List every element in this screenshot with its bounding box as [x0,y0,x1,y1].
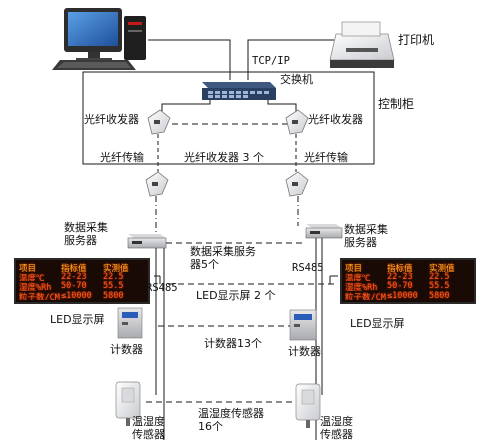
tcpip-label: TCP/IP [252,55,290,67]
led-cell: 指标值 [387,264,413,272]
counter-label-right: 计数器 [288,345,321,358]
fiber-links [157,134,297,172]
led-cell: ≤10000 [61,290,92,301]
led-cell: ≤10000 [387,290,418,301]
rs485-label-left: RS485 [146,282,178,294]
led-cell: 项目 [345,264,363,272]
led-cell: 5800 [103,290,124,301]
top-links [148,39,334,80]
printer-label: 打印机 [398,33,435,47]
led-cell: 50-70 [61,281,87,291]
led-cell: 55.5 [103,281,124,291]
led-cell: 项目 [19,264,37,272]
fiber-label-right: 光纤传输 [304,151,348,164]
led-display-right: 项目 指标值 实测值温度℃ 22-23 22.5 湿度%Rh 50-70 55.5 粒子数/CM… [340,258,476,304]
control-cabinet-label: 控制柜 [378,97,415,111]
led-cell: 温度℃ [19,273,45,282]
led-cell: 实测值 [103,264,129,272]
led-count-label: LED显示屏 2 个 [196,289,276,302]
transceiver-icon-right [285,109,309,135]
led-label-right: LED显示屏 [350,317,405,330]
transceiver-count-label: 光纤收发器 3 个 [184,151,264,164]
computer-icon [52,8,146,70]
led-cell: 粒子数/CM [19,292,60,301]
dcs-label-right: 数据采集 服务器 [344,223,388,249]
led-cell: 温度℃ [345,273,371,282]
dcs-count-label: 数据采集服务 器5个 [190,245,256,271]
led-cell: 5800 [429,290,450,301]
cabinet-links [161,100,297,125]
control-cabinet-box [82,71,375,165]
led-cell: 22.5 [103,271,124,282]
led-cell: 22-23 [387,271,413,282]
transceiver-icon-left [147,109,171,135]
printer-icon [329,21,395,68]
th-label-left: 温湿度 传感器 [132,415,165,441]
led-cell: 55.5 [429,281,450,291]
th-sensor-icon-left [115,381,141,426]
transceiver-label-left: 光纤收发器 [84,113,139,126]
transceiver-icon-outer-right [285,171,309,197]
rs485-label-right: RS485 [292,262,324,274]
led-label-left: LED显示屏 [50,313,105,326]
counter-label-left: 计数器 [110,343,143,356]
data-collection-server-icon-left [127,234,167,249]
data-collection-server-icon-right [305,224,343,239]
led-cell: 22.5 [429,271,450,282]
counter-icon-right [289,309,317,341]
transceiver-label-right: 光纤收发器 [308,113,363,126]
th-sensor-icon-right [295,383,321,428]
led-display-left: 项目 指标值 实测值温度℃ 22-23 22.5 湿度%Rh 50-70 55.5 粒子数/CM… [14,258,150,304]
fiber-label-left: 光纤传输 [100,151,144,164]
led-cell: 50-70 [387,281,413,291]
led-cell: 湿度%Rh [345,283,378,291]
th-count-label: 温湿度传感器 16个 [198,407,264,433]
counter-icon-left [117,307,143,339]
led-cell: 粒子数/CM [345,292,386,301]
switch-icon [202,82,276,100]
th-label-right: 温湿度 传感器 [320,415,353,441]
counter-count-label: 计数器13个 [204,337,262,350]
server-uplinks [155,196,299,232]
transceiver-icon-outer-left [145,171,169,197]
led-cell: 实测值 [429,264,455,272]
switch-label: 交换机 [280,73,313,86]
led-cell: 湿度%Rh [19,283,52,291]
led-cell: 指标值 [61,264,87,272]
dcs-label-left: 数据采集 服务器 [64,221,108,247]
led-cell: 22-23 [61,271,87,282]
